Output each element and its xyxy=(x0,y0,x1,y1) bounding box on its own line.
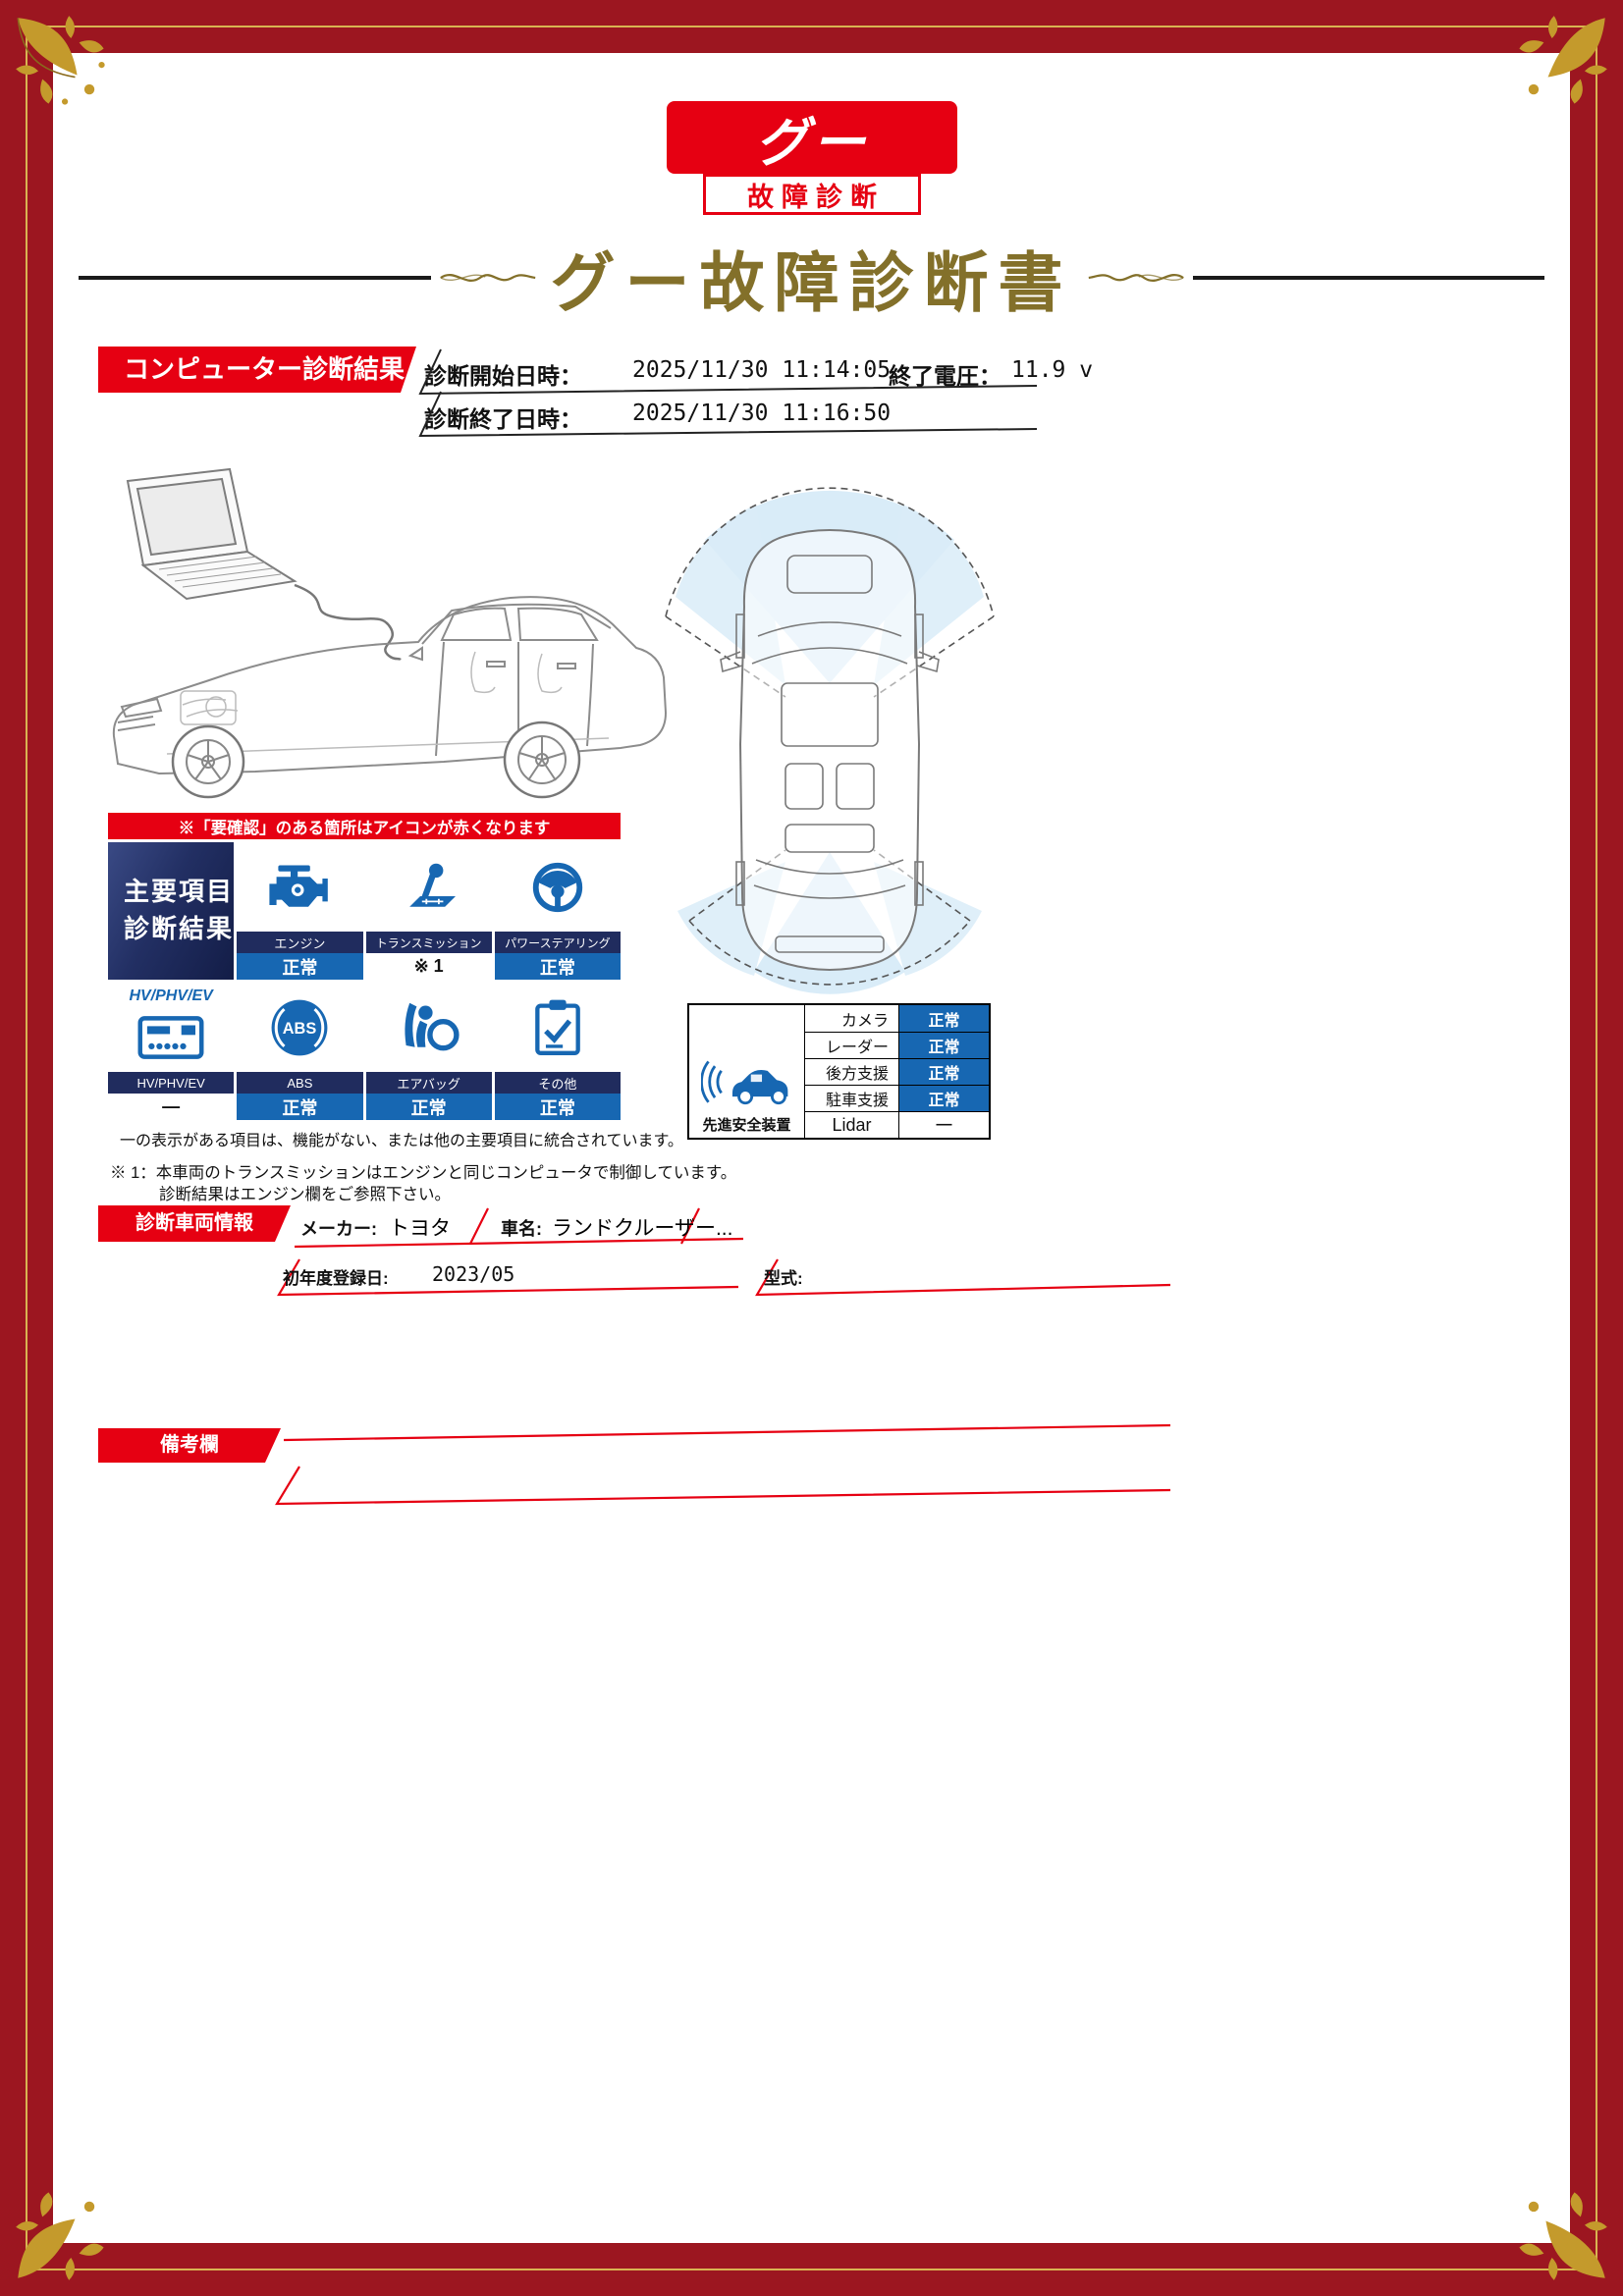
power-steering-label: パワーステアリング xyxy=(494,932,621,953)
title-rule-right xyxy=(1192,276,1544,280)
power-steering-status: 正常 xyxy=(494,953,621,980)
grid-item-power-steering: パワーステアリング 正常 xyxy=(494,842,621,980)
transmission-icon xyxy=(408,863,456,907)
engine-status: 正常 xyxy=(237,953,363,980)
frame-pinstripe xyxy=(26,26,1597,2270)
page-title-row: グー故障診断書 xyxy=(79,241,1544,319)
footnote-line-2: 診断結果はエンジン欄をご参照下さい。 xyxy=(159,1186,451,1203)
abs-status: 正常 xyxy=(237,1094,363,1120)
title-rule-left xyxy=(79,276,431,280)
safety-row-status: 正常 xyxy=(898,1032,989,1058)
safety-row-status: — xyxy=(898,1111,989,1138)
grid-header-cell: 主要項目 診断結果 xyxy=(108,842,235,980)
grid-header-line1: 主要項目 xyxy=(124,877,235,907)
hv-label: HV/PHV/EV xyxy=(108,1072,235,1094)
car-waves-icon xyxy=(700,1060,787,1105)
grid-item-engine: エンジン 正常 xyxy=(237,842,363,980)
safety-row-status: 正常 xyxy=(898,1058,989,1085)
safety-row-name: レーダー xyxy=(805,1032,898,1058)
safety-row-name: Lidar xyxy=(805,1111,898,1138)
top-view-car-illustration xyxy=(665,487,995,994)
brand-logo: グー xyxy=(667,101,957,174)
steering-wheel-icon xyxy=(532,862,583,912)
page-title: グー故障診断書 xyxy=(550,246,1073,319)
engine-label: エンジン xyxy=(237,932,363,953)
corner-ornament-icon xyxy=(1519,2192,1607,2280)
safety-row-status: 正常 xyxy=(898,1005,989,1032)
vehicle-info-banner: 診断車両情報 xyxy=(98,1205,291,1242)
grid-item-hv: HV/PHV/EV HV/PHV/EV — xyxy=(108,983,235,1120)
safety-row-name: 後方支援 xyxy=(805,1058,898,1085)
airbag-icon xyxy=(405,1002,460,1050)
safety-row-name: カメラ xyxy=(840,1012,889,1030)
abs-label: ABS xyxy=(237,1072,363,1094)
brand-logo-subtitle-box: 故障診断 xyxy=(703,174,921,215)
airbag-label: エアバッグ xyxy=(365,1072,492,1094)
car-name-label: 車名: xyxy=(501,1219,542,1239)
corner-ornament-icon xyxy=(1519,16,1607,104)
safety-row-status: 正常 xyxy=(898,1085,989,1111)
flourish-icon xyxy=(1088,274,1184,282)
maker-value: トヨタ xyxy=(389,1217,451,1240)
hv-top-text: HV/PHV/EV xyxy=(129,988,213,1004)
main-diagnosis-grid: 主要項目 診断結果 エンジン 正常 xyxy=(108,842,621,1120)
other-label: その他 xyxy=(494,1072,621,1094)
safety-device-cell: 先進安全装置 xyxy=(689,1005,805,1138)
safety-row-name: 駐車支援 xyxy=(805,1085,898,1111)
laptop-car-illustration xyxy=(112,467,668,799)
corner-ornament-icon xyxy=(16,16,105,105)
flourish-icon xyxy=(439,274,535,282)
grid-item-other: その他 正常 xyxy=(494,983,621,1120)
abs-icon: ABS xyxy=(271,999,328,1055)
abs-icon-text: ABS xyxy=(283,1020,317,1038)
engine-icon xyxy=(269,865,329,907)
grid-item-abs: ABS ABS 正常 xyxy=(237,983,363,1120)
computer-diagnosis-banner: コンピューター診断結果 xyxy=(98,347,416,393)
hv-status: — xyxy=(108,1094,235,1120)
safety-device-label: 先進安全装置 xyxy=(702,1117,791,1134)
checklist-icon xyxy=(535,999,580,1055)
grid-item-airbag: エアバッグ 正常 xyxy=(365,983,492,1120)
corner-ornament-icon xyxy=(16,2192,104,2280)
transmission-status: ※ 1 xyxy=(365,953,492,980)
grid-header-line2: 診断結果 xyxy=(124,914,235,943)
other-status: 正常 xyxy=(494,1094,621,1120)
brand-logo-text: グー xyxy=(755,113,869,173)
footnote-line-1: ※ 1：本車両のトランスミッションはエンジンと同じコンピュータで制御しています。 xyxy=(110,1164,737,1182)
remarks-banner: 備考欄 xyxy=(98,1428,281,1463)
maker-label: メーカー: xyxy=(300,1219,377,1239)
brand-logo-subtitle: 故障診断 xyxy=(747,182,885,212)
transmission-label: トランスミッション xyxy=(365,932,492,953)
dash-note: 一の表示がある項目は、機能がない、または他の主要項目に統合されています。 xyxy=(120,1133,683,1149)
grid-item-transmission: トランスミッション ※ 1 xyxy=(365,842,492,980)
hv-battery-icon xyxy=(137,1015,204,1059)
airbag-status: 正常 xyxy=(365,1094,492,1120)
safety-device-table: 先進安全装置 カメラ 正常 レーダー 正常 後方支援 正常 駐車支援 正常 Li… xyxy=(687,1003,991,1140)
warning-note-bar: ※「要確認」のある箇所はアイコンが赤くなります xyxy=(108,813,621,839)
